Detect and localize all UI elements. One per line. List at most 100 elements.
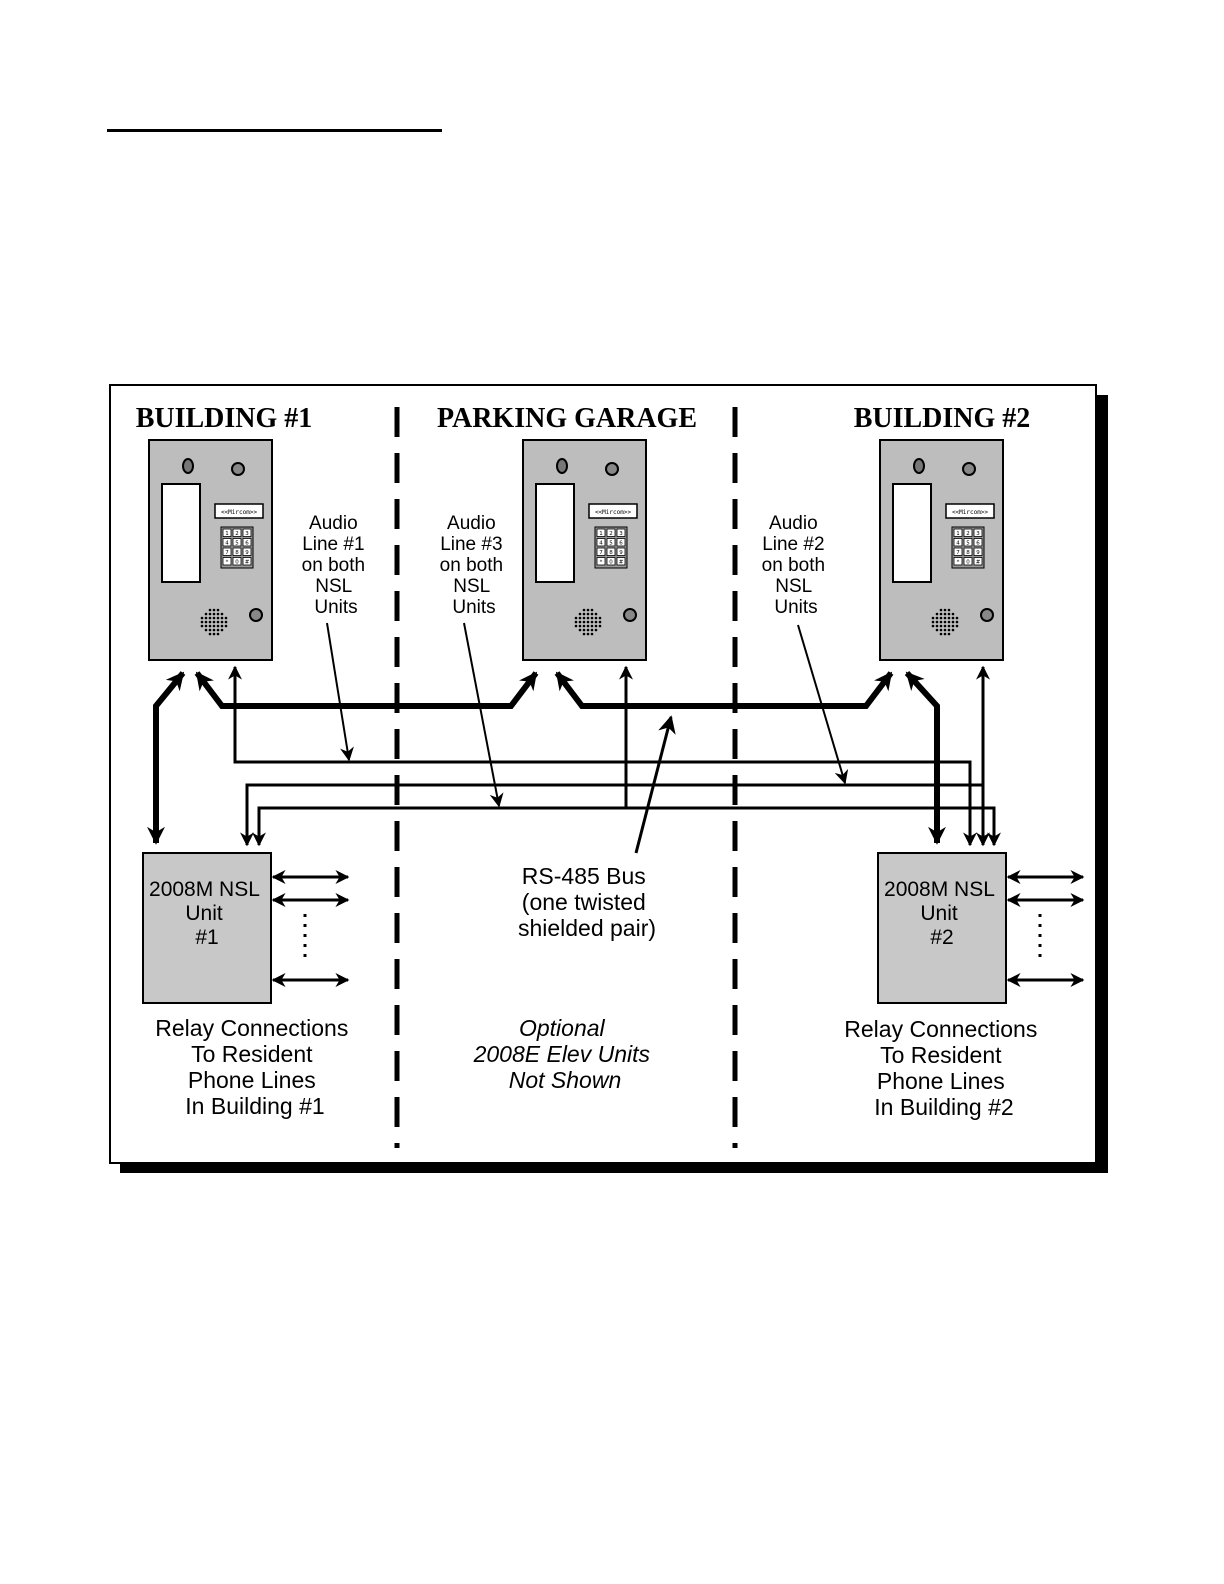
speaker-hole: [216, 616, 220, 620]
nsl-unit-1-label: 2008M NSL Unit #1: [149, 878, 265, 949]
keypad-key-label: 6: [245, 541, 249, 547]
keypad-key-label: *: [600, 560, 603, 566]
zone-title-parking-garage: PARKING GARAGE: [437, 403, 697, 434]
speaker-hole: [212, 628, 216, 632]
speaker-hole: [590, 616, 594, 620]
call-button-icon: [623, 608, 637, 622]
speaker-hole: [582, 612, 586, 616]
keypad-key: [953, 528, 963, 537]
keypad-key-label: 8: [966, 550, 970, 556]
speaker-hole: [939, 612, 943, 616]
speaker-hole: [939, 608, 943, 612]
speaker-hole: [947, 624, 951, 628]
camera-lens-icon: [913, 458, 925, 474]
speaker-hole: [224, 624, 228, 628]
speaker-hole: [594, 612, 598, 616]
keypad-key: [616, 528, 626, 537]
directory-window: [535, 483, 575, 583]
speaker-hole: [951, 628, 955, 632]
keypad-key-label: 3: [619, 531, 623, 537]
top-rule: [107, 129, 442, 132]
optional-elev-note: Optional 2008E Elev Units Not Shown: [473, 1015, 657, 1093]
keypad-key-label: 2: [966, 531, 970, 537]
speaker-hole: [208, 616, 212, 620]
speaker-hole: [208, 624, 212, 628]
rs485-pointer: [634, 715, 676, 854]
audio-line-2: [240, 665, 990, 847]
keypad-key: [596, 557, 606, 566]
speaker-hole: [586, 624, 590, 628]
keypad-key: [222, 557, 232, 566]
keypad-key: [242, 547, 252, 556]
speaker-hole: [208, 632, 212, 636]
keypad-key: [953, 557, 963, 566]
speaker-hole: [204, 616, 208, 620]
keypad-key: [963, 557, 973, 566]
speaker-hole: [212, 632, 216, 636]
speaker-hole: [951, 624, 955, 628]
indicator-light-icon: [605, 462, 619, 476]
speaker-hole: [224, 616, 228, 620]
speaker-hole: [947, 632, 951, 636]
speaker-hole: [955, 616, 959, 620]
directory-window: [161, 483, 201, 583]
keypad-key-label: 3: [245, 531, 249, 537]
keypad-key: [616, 557, 626, 566]
speaker-hole: [939, 620, 943, 624]
speaker-grille-icon: [200, 608, 228, 636]
keypad-key: [232, 538, 242, 547]
keypad-key: [963, 538, 973, 547]
panel-display: [588, 503, 638, 519]
speaker-hole: [935, 628, 939, 632]
keypad-key-label: 9: [619, 550, 623, 556]
keypad-key-label: 9: [976, 550, 980, 556]
speaker-hole: [590, 620, 594, 624]
speaker-hole: [947, 616, 951, 620]
keypad-key: [973, 538, 983, 547]
speaker-hole: [586, 608, 590, 612]
keypad-key-label: 9: [245, 550, 249, 556]
speaker-hole: [590, 608, 594, 612]
panel-display: [945, 503, 995, 519]
keypad-key: [596, 528, 606, 537]
audio-2-pointer: [797, 624, 849, 785]
speaker-hole: [931, 620, 935, 624]
speaker-hole: [200, 624, 204, 628]
audio-label-1: Audio Line #1 on both NSL Units: [302, 513, 371, 618]
speaker-hole: [220, 628, 224, 632]
speaker-hole: [590, 628, 594, 632]
speaker-hole: [582, 620, 586, 624]
keypad-key-label: 0: [966, 560, 970, 566]
keypad-key-label: 4: [599, 541, 603, 547]
keypad-key: [973, 557, 983, 566]
keypad-key: [616, 547, 626, 556]
keypad-key: [222, 528, 232, 537]
speaker-hole: [574, 624, 578, 628]
zone-title-building-1: BUILDING #1: [136, 403, 313, 434]
keypad-key-label: 7: [225, 550, 229, 556]
keypad-key-label: 2: [235, 531, 239, 537]
speaker-grille-icon: [574, 608, 602, 636]
keypad-key: [963, 547, 973, 556]
speaker-hole: [943, 608, 947, 612]
speaker-hole: [586, 620, 590, 624]
speaker-hole: [220, 620, 224, 624]
keypad-key: [973, 528, 983, 537]
speaker-hole: [208, 608, 212, 612]
speaker-hole: [204, 612, 208, 616]
directory-window: [892, 483, 932, 583]
speaker-hole: [955, 620, 959, 624]
speaker-hole: [943, 632, 947, 636]
speaker-hole: [200, 620, 204, 624]
speaker-hole: [943, 620, 947, 624]
speaker-hole: [943, 628, 947, 632]
keypad-key: [222, 538, 232, 547]
panel-display: [214, 503, 264, 519]
speaker-hole: [578, 616, 582, 620]
keypad-key-label: #: [976, 560, 981, 566]
camera-lens-icon: [556, 458, 568, 474]
keypad-key: [232, 547, 242, 556]
speaker-hole: [204, 628, 208, 632]
keypad-key-label: 5: [609, 541, 613, 547]
keypad-key: [232, 557, 242, 566]
